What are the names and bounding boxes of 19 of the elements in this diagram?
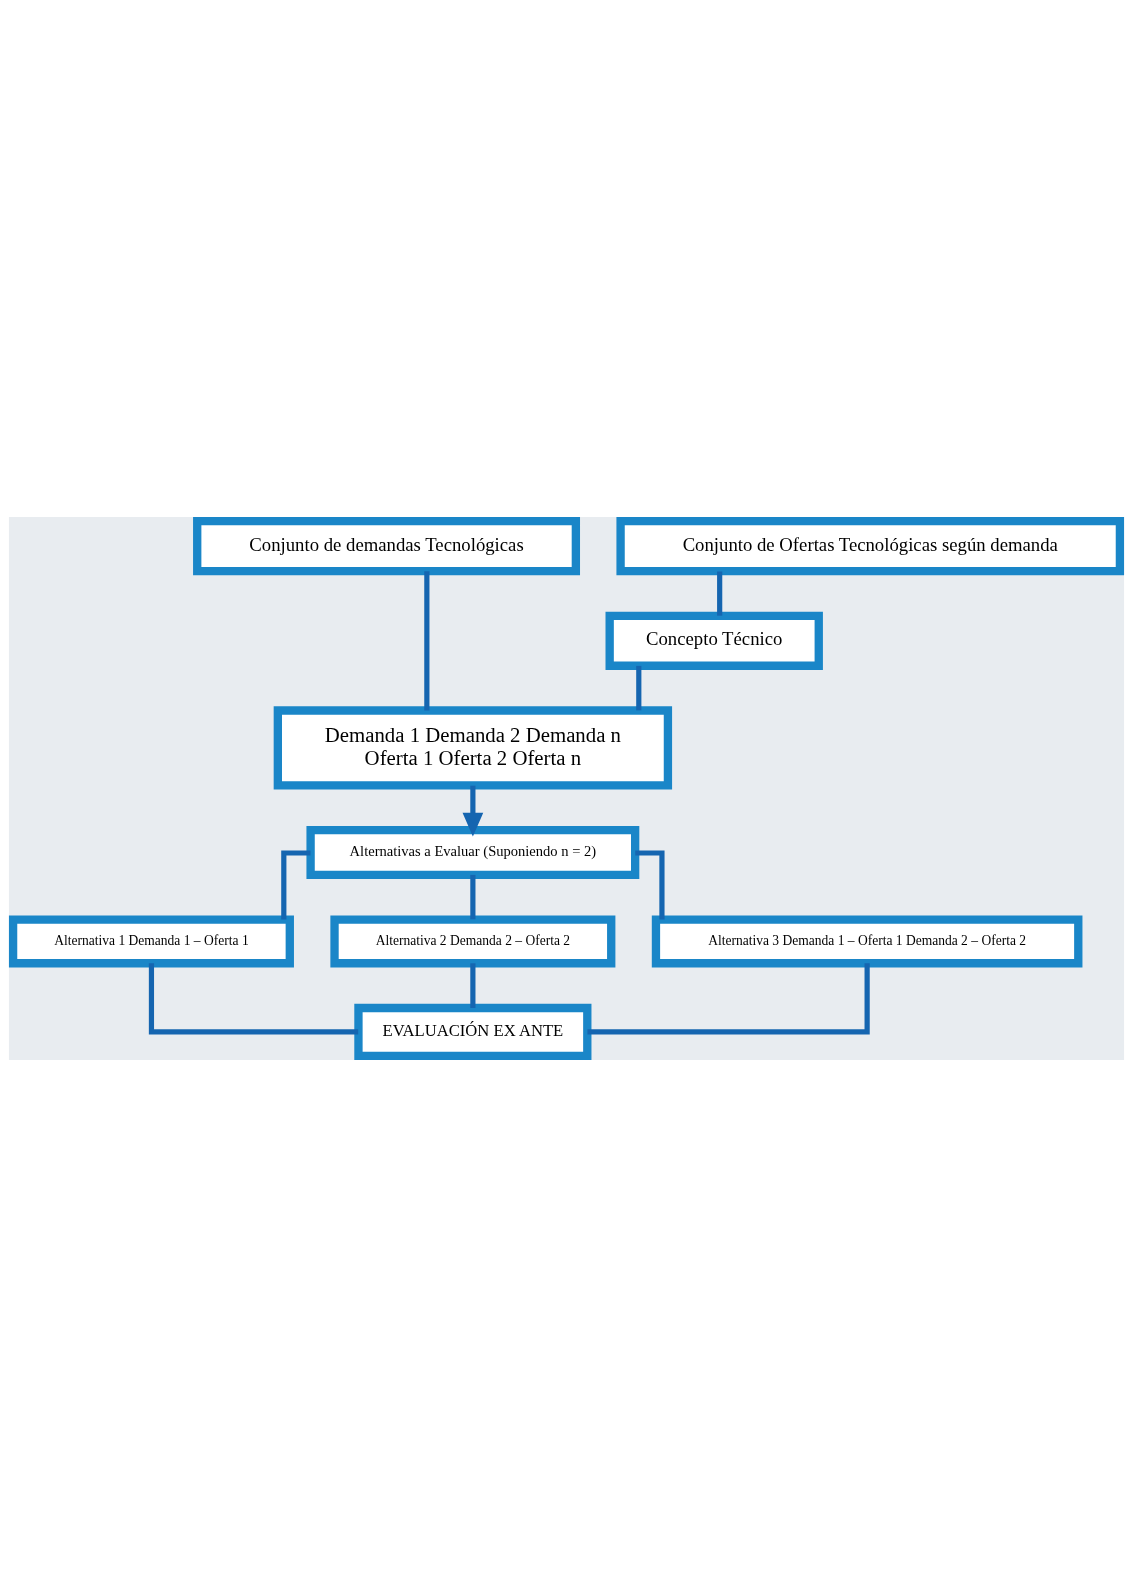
node-box: Conjunto de demandas Tecnológicas xyxy=(193,517,580,576)
node-box: Alternativa 3 Demanda 1 – Oferta 1 Demanda 2 – Oferta 2 xyxy=(651,915,1083,968)
connector xyxy=(281,850,311,920)
node-box: Alternativa 1 Demanda 1 – Oferta 1 xyxy=(8,915,294,968)
connector xyxy=(587,963,870,1035)
node-box: Alternativas a Evaluar (Suponiendo n = 2) xyxy=(306,825,640,879)
connector xyxy=(470,963,476,1008)
connector xyxy=(148,963,359,1035)
connector xyxy=(717,571,723,616)
connector xyxy=(470,874,476,920)
node-box: Concepto Técnico xyxy=(605,611,823,670)
node-box: EVALUACIÓN EX ANTE xyxy=(354,1003,592,1060)
connector xyxy=(635,850,665,920)
node-box: Demanda 1 Demanda 2 Demanda n Oferta 1 Oferta 2 Oferta n xyxy=(273,706,673,790)
connector xyxy=(424,571,430,711)
arrow xyxy=(462,785,484,837)
node-box: Conjunto de Ofertas Tecnológicas según demanda xyxy=(616,517,1125,576)
connector xyxy=(636,665,642,711)
node-box: Alternativa 2 Demanda 2 – Oferta 2 xyxy=(330,915,616,968)
